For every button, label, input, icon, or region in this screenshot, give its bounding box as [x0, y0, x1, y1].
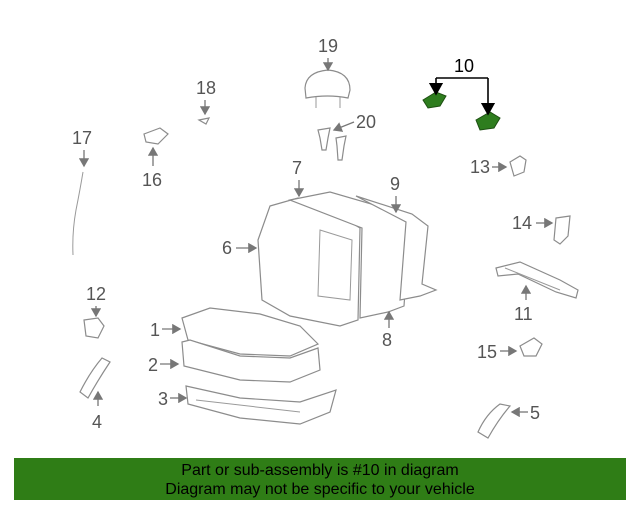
- callout-14: 14: [512, 213, 532, 233]
- callout-9: 9: [390, 174, 400, 194]
- callout-5: 5: [530, 403, 540, 423]
- trim-part: [519, 337, 543, 357]
- callout-2: 2: [148, 355, 158, 375]
- callout-3: 3: [158, 389, 168, 409]
- seatback-part: [257, 191, 438, 327]
- callout-8: 8: [382, 330, 392, 350]
- handle-part: [83, 317, 105, 339]
- callout-11: 11: [514, 304, 533, 324]
- banner-line-2: Diagram may not be specific to your vehi…: [165, 481, 475, 498]
- seat-cushion-part: [181, 307, 337, 425]
- callout-4: 4: [92, 412, 102, 432]
- callout-20: 20: [356, 112, 376, 132]
- leader-10: [428, 77, 496, 116]
- headrest-part: [304, 69, 351, 108]
- parts-diagram: 19 20 18 16 17 10 13 14 11 15: [72, 36, 579, 439]
- callout-10: 10: [454, 56, 474, 76]
- callout-18: 18: [196, 78, 216, 98]
- callout-13: 13: [470, 157, 490, 177]
- callout-7: 7: [292, 158, 302, 178]
- hinge-cover-part: [79, 357, 111, 399]
- callout-16: 16: [142, 170, 162, 190]
- leader-20: [332, 121, 355, 132]
- clip-part: [197, 117, 211, 125]
- cover-part: [553, 215, 571, 245]
- callout-17: 17: [72, 128, 92, 148]
- callout-12: 12: [86, 284, 106, 304]
- callout-15: 15: [477, 342, 497, 362]
- bracket-part: [143, 127, 169, 145]
- headrest-guide-part: [317, 127, 347, 161]
- cable-part: [72, 171, 84, 256]
- side-cover-part: [477, 403, 512, 439]
- callout-19: 19: [318, 36, 338, 56]
- callout-6: 6: [222, 238, 232, 258]
- track-part: [495, 261, 579, 299]
- knob-part: [509, 155, 527, 177]
- banner-line-1: Part or sub-assembly is #10 in diagram: [181, 462, 459, 479]
- callout-1: 1: [150, 320, 160, 340]
- info-banner: Part or sub-assembly is #10 in diagram D…: [14, 458, 626, 500]
